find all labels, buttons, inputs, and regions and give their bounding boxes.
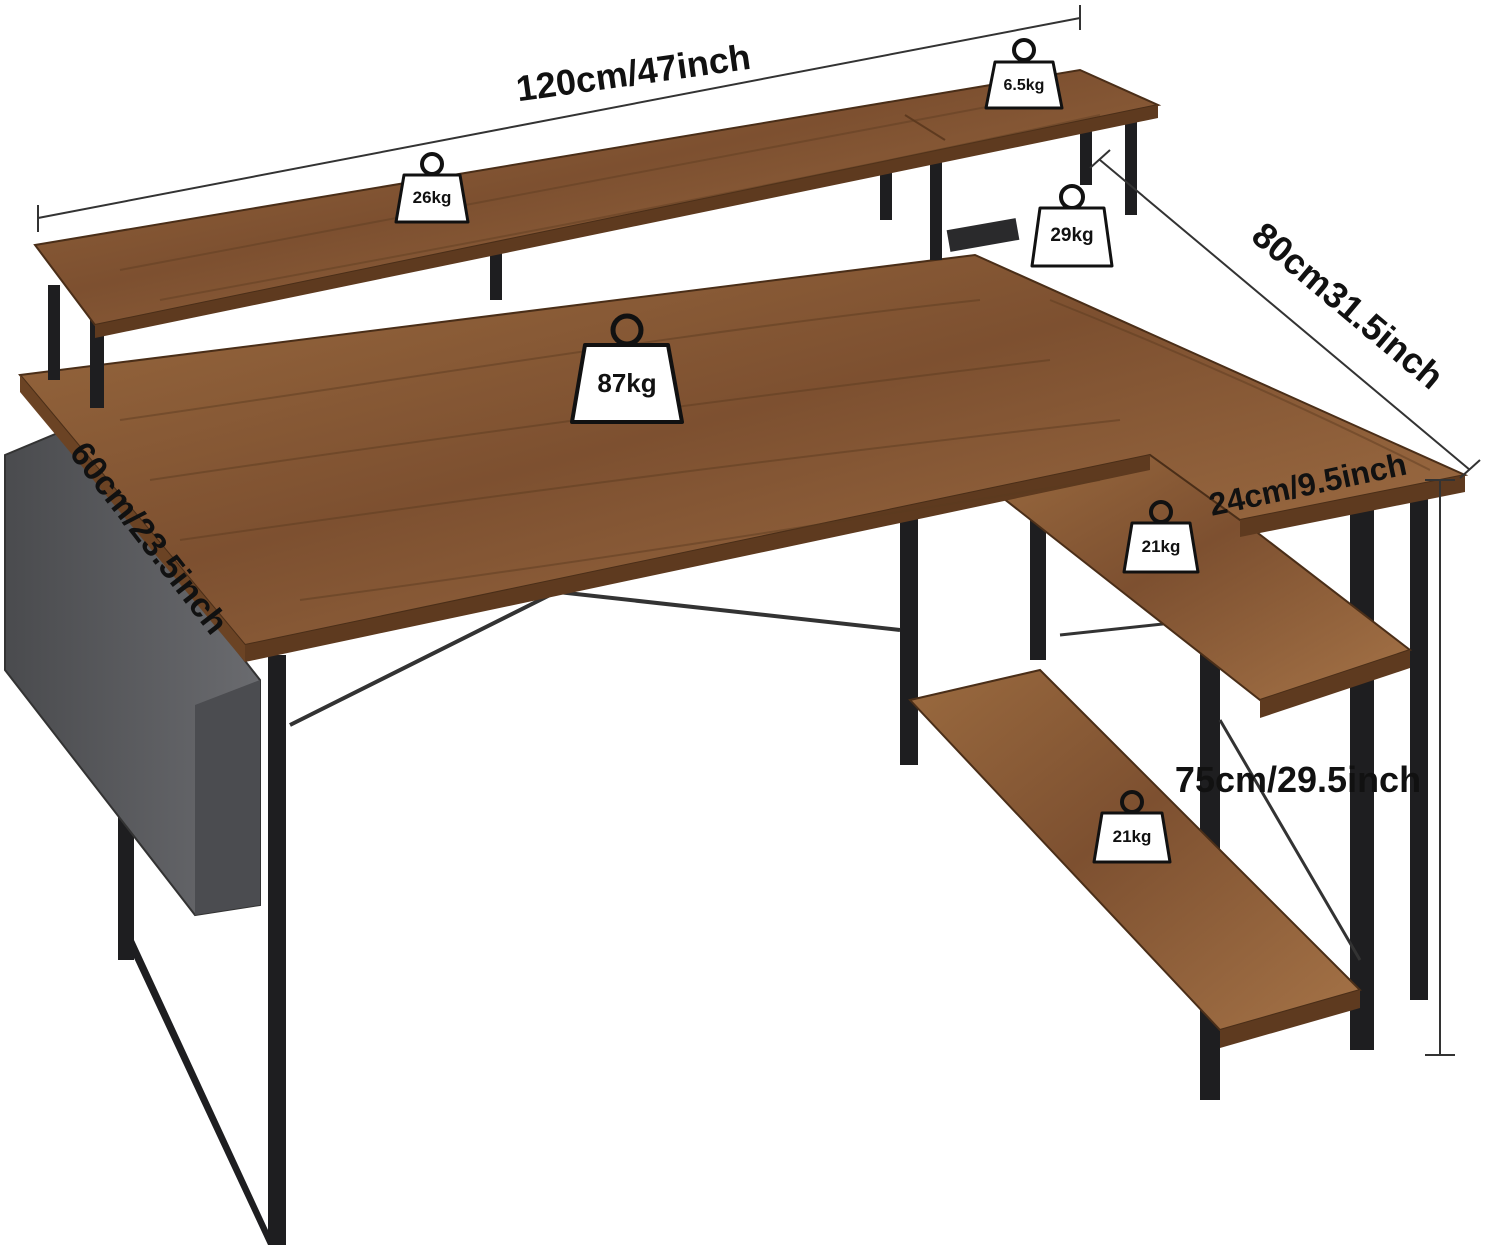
side-front-edge bbox=[1240, 475, 1465, 537]
desk-front-edge bbox=[245, 455, 1150, 662]
weight-icon: 21kg bbox=[1092, 790, 1172, 864]
width-dimension-label: 120cm/47inch bbox=[513, 36, 753, 109]
weight-icon: 6.5kg bbox=[984, 38, 1064, 110]
weight-label-upper-shelf: 21kg bbox=[1142, 537, 1181, 556]
left-front-leg bbox=[268, 655, 286, 1245]
desk-frame bbox=[118, 480, 1428, 1245]
lower-shelf-edge bbox=[1220, 990, 1360, 1048]
weight-label-desk-top: 87kg bbox=[597, 368, 656, 398]
middle-leg bbox=[900, 495, 918, 765]
weight-label-lower-shelf: 21kg bbox=[1113, 827, 1152, 846]
weight-icon: 21kg bbox=[1122, 500, 1200, 574]
shelf-front-right-leg bbox=[1350, 490, 1374, 1050]
x-braces bbox=[289, 588, 1362, 961]
monitor-stand bbox=[33, 68, 1162, 408]
desktop bbox=[18, 253, 1469, 662]
power-outlet bbox=[946, 218, 1020, 252]
weight-icon: 87kg bbox=[570, 313, 684, 424]
weight-label-stand-left: 26kg bbox=[413, 188, 452, 207]
side-depth-dimension-label: 80cm31.5inch bbox=[1244, 214, 1451, 397]
shelf-back-right-leg bbox=[1410, 480, 1428, 1000]
height-dimension-label: 75cm/29.5inch bbox=[1175, 759, 1421, 800]
shelf-back-leg bbox=[1030, 500, 1046, 660]
upper-shelf-edge bbox=[1260, 650, 1410, 718]
weight-icon: 26kg bbox=[394, 152, 470, 224]
left-side-brace bbox=[134, 940, 268, 1245]
weight-label-stand-right: 6.5kg bbox=[1004, 77, 1045, 94]
weight-label-side-top: 29kg bbox=[1050, 225, 1093, 246]
dimension-lines bbox=[37, 5, 1481, 1056]
weight-icon: 29kg bbox=[1030, 184, 1114, 268]
